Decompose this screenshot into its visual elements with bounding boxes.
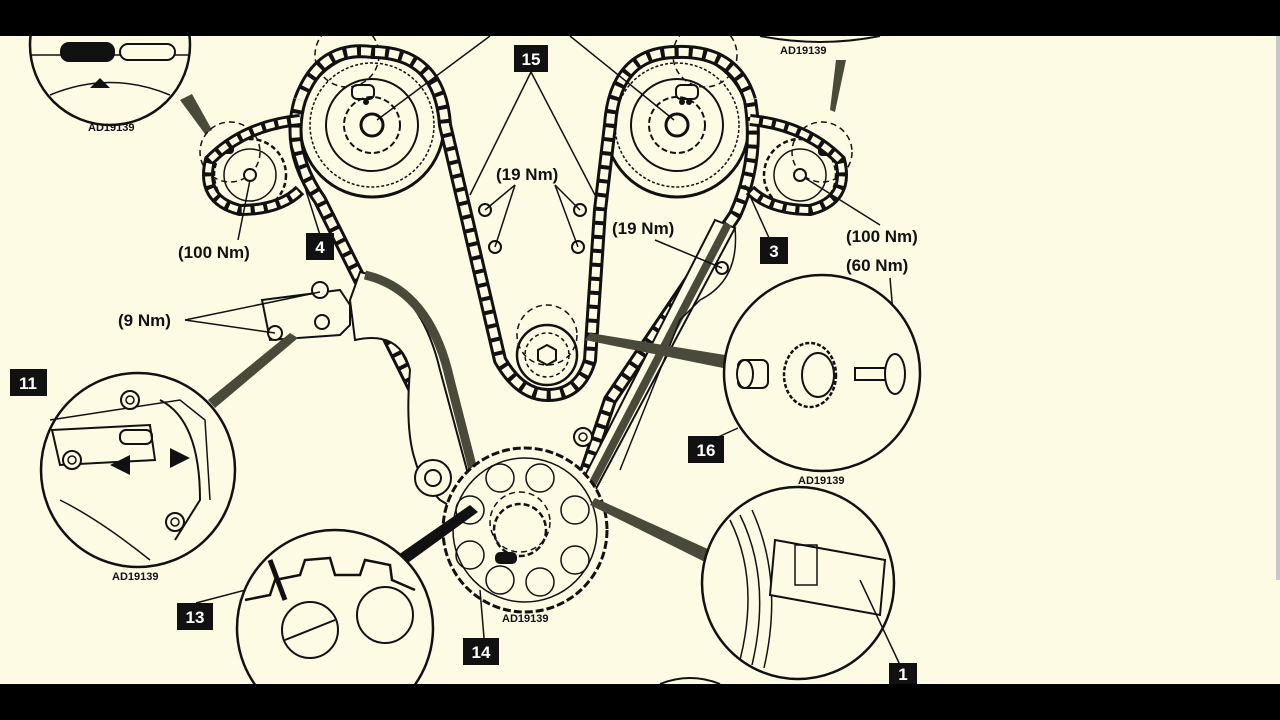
detail-circle-top-right: AD19139 bbox=[759, 36, 881, 57]
crankshaft-sprocket bbox=[441, 446, 609, 614]
detail-circle-11: AD19139 bbox=[39, 371, 237, 583]
callout-box-13: 13 bbox=[177, 603, 213, 630]
detail-circle-16: AD19139 bbox=[722, 273, 922, 487]
scrollbar[interactable] bbox=[1276, 36, 1280, 580]
svg-text:3: 3 bbox=[769, 242, 778, 261]
torque-label-19-left: (19 Nm) bbox=[496, 165, 558, 184]
leader-lines bbox=[184, 139, 899, 639]
svg-text:15: 15 bbox=[522, 50, 541, 69]
ref-code-16: AD19139 bbox=[798, 475, 844, 487]
svg-text:16: 16 bbox=[697, 441, 716, 460]
leader-wedge-1 bbox=[590, 498, 710, 562]
svg-text:13: 13 bbox=[186, 608, 205, 627]
callout-15-leaders bbox=[376, 36, 675, 196]
callout-box-11: 11 bbox=[10, 369, 47, 396]
ref-code-top-left: AD19139 bbox=[88, 122, 134, 134]
callout-box-3: 3 bbox=[760, 237, 788, 264]
ref-code-top-right: AD19139 bbox=[780, 45, 826, 57]
callout-box-1: 1 bbox=[889, 663, 917, 684]
ref-code-11: AD19139 bbox=[112, 571, 158, 583]
diagram-canvas: AD19139 AD19139 bbox=[10, 36, 922, 684]
leader-wedge-11 bbox=[208, 333, 298, 408]
leader-wedge-top-right bbox=[830, 60, 846, 112]
torque-label-19-right: (19 Nm) bbox=[612, 219, 674, 238]
torque-label-left-cam: (100 Nm) bbox=[178, 243, 250, 262]
leader-wedge-16 bbox=[585, 333, 725, 368]
torque-label-right-cam: (100 Nm) bbox=[846, 227, 918, 246]
guide-bolts bbox=[478, 184, 729, 275]
detail-circle-13 bbox=[235, 528, 435, 684]
svg-text:4: 4 bbox=[315, 238, 325, 257]
svg-text:11: 11 bbox=[19, 374, 37, 393]
chain-tensioner bbox=[260, 281, 351, 342]
detail-circle-top-left: AD19139 bbox=[28, 36, 192, 134]
torque-label-9: (9 Nm) bbox=[118, 311, 171, 330]
detail-circle-1 bbox=[700, 485, 901, 681]
partial-component-bottom bbox=[659, 677, 721, 684]
callout-box-4: 4 bbox=[306, 233, 334, 260]
torque-label-60: (60 Nm) bbox=[846, 256, 908, 275]
middle-idler-sprocket bbox=[515, 304, 579, 387]
callout-box-15: 15 bbox=[514, 45, 548, 72]
leader-wedge-top-left bbox=[180, 94, 212, 134]
leader-wedge-13 bbox=[398, 505, 478, 565]
timing-chain-diagram: AD19139 AD19139 bbox=[0, 36, 1280, 684]
callout-box-16: 16 bbox=[688, 436, 724, 463]
ref-code-crank: AD19139 bbox=[502, 613, 548, 625]
svg-text:1: 1 bbox=[898, 665, 907, 684]
callout-box-14: 14 bbox=[463, 638, 499, 665]
left-tensioner-rail bbox=[348, 270, 487, 517]
svg-text:14: 14 bbox=[472, 643, 491, 662]
